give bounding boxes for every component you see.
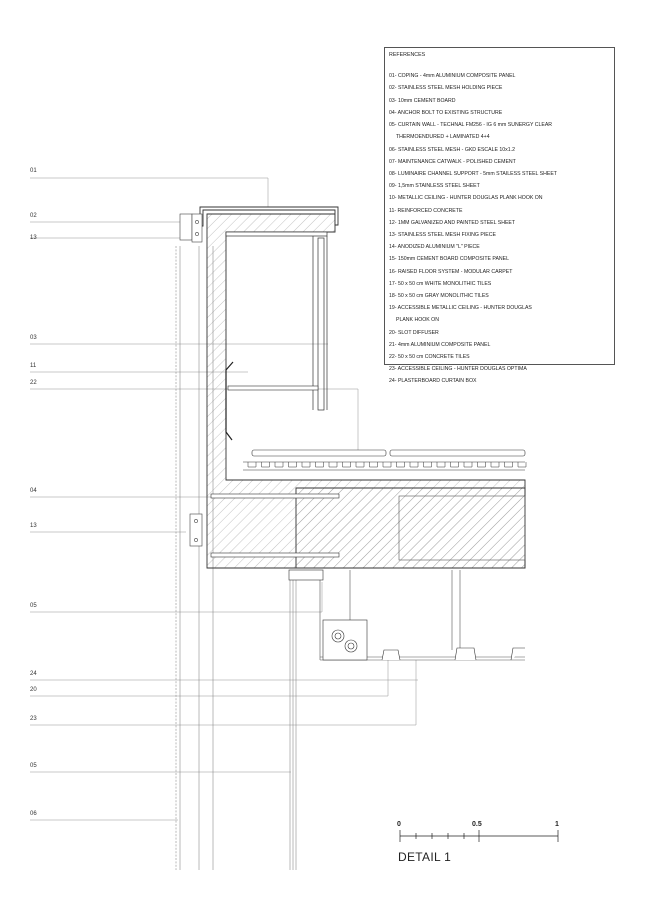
floor-pedestal	[328, 462, 338, 468]
callout-13-upper: 13	[30, 235, 37, 241]
reference-item: 15- 150mm CEMENT BOARD COMPOSITE PANEL	[389, 256, 510, 262]
callout-24: 24	[30, 671, 37, 677]
reference-item: 04- ANCHOR BOLT TO EXISTING STRUCTURE	[389, 110, 503, 116]
scale-label-1: 1	[555, 821, 559, 828]
floor-pedestal	[436, 462, 446, 468]
reference-item: 06- STAINLESS STEEL MESH - GKD ESCALE 10…	[389, 147, 515, 153]
reference-item: 21- 4mm ALUMINIUM COMPOSITE PANEL	[389, 342, 491, 348]
floor-pedestal	[274, 462, 284, 468]
reference-item: 05- CURTAIN WALL - TECHNAL FM256 - IG 6 …	[389, 122, 553, 128]
callout-05-upper: 05	[30, 603, 37, 609]
floor-pedestal	[355, 462, 365, 468]
leader-01	[30, 177, 269, 208]
callout-23: 23	[30, 716, 37, 722]
callout-22: 22	[30, 380, 37, 386]
reference-item: 19- ACCESSIBLE METALLIC CEILING - HUNTER…	[389, 305, 532, 311]
leader-lines	[30, 177, 418, 821]
floor-pedestal	[423, 462, 432, 468]
leader-20	[30, 660, 389, 697]
anchor-bolts	[210, 385, 340, 558]
reference-item: 13- STAINLESS STEEL MESH FIXING PIECE	[389, 232, 496, 238]
floor-pedestal	[463, 462, 473, 468]
floor-pedestal	[382, 462, 392, 468]
slab-edge-bracket	[225, 361, 234, 441]
floor-pedestal	[301, 462, 311, 468]
floor-pedestal	[369, 462, 378, 468]
floor-pedestal	[490, 462, 500, 468]
cement-board-box	[225, 231, 328, 411]
reference-item: 03- 10mm CEMENT BOARD	[389, 98, 456, 104]
callout-05-lower: 05	[30, 763, 37, 769]
floor-pedestal	[517, 462, 527, 468]
reference-item-continued: PLANK HOOK ON	[396, 317, 439, 323]
references-box: REFERENCES 01- COPING - 4mm ALUMINIUM CO…	[384, 47, 615, 384]
scale-bar	[399, 830, 559, 842]
reference-item: 12- 1MM GALVANIZED AND PAINTED STEEL SHE…	[389, 220, 516, 226]
ceiling-profiles	[381, 647, 525, 661]
leader-22	[30, 388, 359, 456]
reference-item: 24- PLASTERBOARD CURTAIN BOX	[389, 378, 477, 384]
reference-item: 07- MAINTENANCE CATWALK - POLISHED CEMEN…	[389, 159, 516, 165]
floor-pedestal	[315, 462, 324, 468]
reference-item: 23- ACCESSIBLE CEILING - HUNTER DOUGLAS …	[389, 366, 527, 372]
floor-pedestal	[261, 462, 270, 468]
callout-04: 04	[30, 488, 37, 494]
reference-item: 14- ANODIZED ALUMINIUM "L" PIECE	[389, 244, 480, 250]
reference-item: 17- 50 x 50 cm WHITE MONOLITHIC TILES	[389, 281, 492, 287]
callout-20: 20	[30, 687, 37, 693]
floor-pedestal	[504, 462, 513, 468]
floor-pedestal	[342, 462, 351, 468]
callout-02: 02	[30, 213, 37, 219]
reference-item: 18- 50 x 50 cm GRAY MONOLITHIC TILES	[389, 293, 489, 299]
mesh-facade	[175, 246, 181, 870]
scale-label-0: 0	[397, 821, 401, 828]
reference-item: 22- 50 x 50 cm CONCRETE TILES	[389, 354, 470, 360]
reference-item-continued: THERMOENDURED + LAMINATED 4+4	[396, 134, 490, 140]
reference-item: 01- COPING - 4mm ALUMINIUM COMPOSITE PAN…	[389, 73, 516, 79]
scale-label-half: 0.5	[472, 821, 482, 828]
callout-13-lower: 13	[30, 523, 37, 529]
concrete-structure	[206, 213, 526, 569]
reference-item: 11- REINFORCED CONCRETE	[389, 208, 463, 214]
leader-05a	[30, 582, 323, 613]
floor-pedestal	[247, 462, 257, 468]
callout-06: 06	[30, 811, 37, 817]
callout-03: 03	[30, 335, 37, 341]
reference-item: 10- METALLIC CEILING - HUNTER DOUGLAS PL…	[389, 195, 543, 201]
floor-pedestal	[477, 462, 486, 468]
reference-item: 02- STAINLESS STEEL MESH HOLDING PIECE	[389, 85, 503, 91]
detail-title: DETAIL 1	[398, 850, 452, 864]
floor-pedestal	[450, 462, 459, 468]
reference-item: 16- RAISED FLOOR SYSTEM - MODULAR CARPET	[389, 269, 513, 275]
reference-item: 08- LUMINAIRE CHANNEL SUPPORT - 5mm STAI…	[389, 171, 557, 177]
callout-01: 01	[30, 168, 37, 174]
raised-floor	[243, 449, 526, 471]
reference-item: 20- SLOT DIFFUSER	[389, 330, 439, 336]
floor-pedestal	[288, 462, 297, 468]
floor-pedestal	[409, 462, 419, 468]
luminaire-channel	[288, 569, 368, 661]
reference-item: 09- 1,5mm STAINLESS STEEL SHEET	[389, 183, 480, 189]
floor-pedestal	[396, 462, 405, 468]
leader-23	[30, 660, 417, 726]
references-title: REFERENCES	[389, 52, 426, 58]
callout-11: 11	[30, 363, 37, 369]
raised-floor-pedestals	[247, 462, 527, 468]
holding-pieces	[179, 213, 203, 547]
